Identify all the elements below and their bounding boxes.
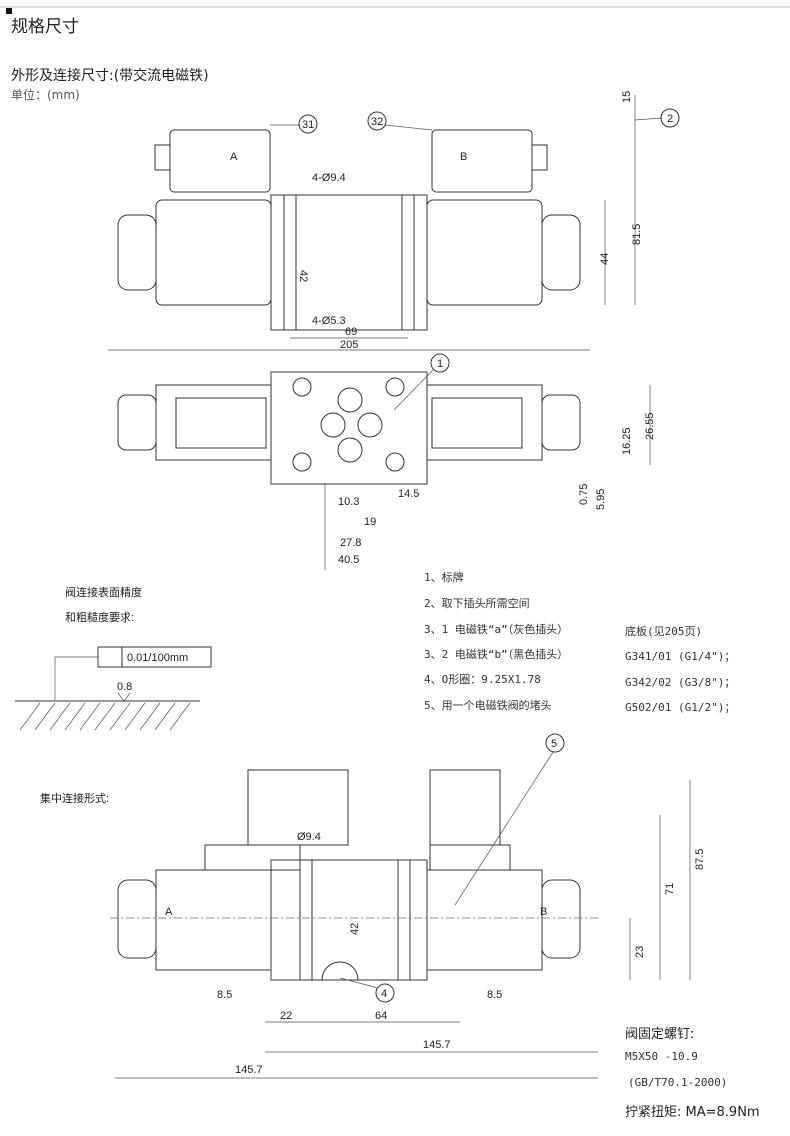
screw-title: 阀固定螺钉: [625,1027,695,1042]
solenoid-b-label: B [460,151,467,163]
front-view: 集中连接形式: A B 4 5 Ø9.4 42 8.5 8.5 22 64 14… [40,733,706,1079]
solenoid-a-label: A [230,151,238,163]
unit-label: 单位：(mm) [11,88,80,102]
subtitle: 外形及连接尺寸:(带交流电磁铁) [11,68,209,84]
subplate-item: G502/01 (G1/2")； [625,701,736,714]
dim-42: 42 [297,270,309,282]
section-title: 规格尺寸 [11,17,79,37]
screw-spec: M5X50 -10.9 [625,1050,698,1063]
callout-1: 1 [437,358,443,370]
front-label-b: B [540,906,547,918]
dim-8-5-left: 8.5 [217,989,232,1001]
dim-26-55: 26.55 [644,412,656,440]
dim-front-42: 42 [349,923,361,935]
legend-item: 3、2 电磁铁“b”（黑色插头） [424,648,569,661]
front-view-heading: 集中连接形式: [40,791,109,805]
dim-71: 71 [664,883,676,895]
dim-8-5-right: 8.5 [487,989,502,1001]
callout-4: 4 [381,988,387,1000]
dim-5-95: 5.95 [595,489,607,510]
plan-view: 1 26.55 16.25 14.5 0.75 5.95 10.3 19 27.… [117,353,656,570]
callout-2: 2 [667,113,673,125]
dim-16-25: 16.25 [621,427,633,455]
legend-item: 2、取下插头所需空间 [424,597,530,610]
dim-0-75: 0.75 [578,484,590,505]
dim-205: 205 [340,339,358,351]
roughness-value: 0.8 [117,681,132,693]
front-label-a: A [165,906,173,918]
dim-81-5: 81.5 [631,224,643,245]
flatness-value: 0.01/100mm [127,652,188,664]
dim-19: 19 [364,516,376,528]
dim-23: 23 [634,946,646,958]
screw-torque: 拧紧扭矩: MA=8.9Nm [625,1105,760,1120]
dim-40-5: 40.5 [338,554,359,566]
dim-145-7-lower: 145.7 [235,1064,263,1076]
dim-14-5: 14.5 [398,488,419,500]
surface-text-1: 阀连接表面精度 [65,585,142,599]
callout-32: 32 [371,116,383,128]
subplate-item: G342/02 (G3/8")； [625,676,736,689]
dim-22: 22 [280,1010,292,1022]
dim-145-7-upper: 145.7 [423,1039,451,1051]
legend-item: 4、O形圈：9.25X1.78 [424,673,541,686]
top-view: 31 32 2 A B 4-Ø9.4 42 4-Ø5.3 69 205 15 8… [108,91,680,351]
screw-standard: (GB/T70.1-2000) [628,1076,728,1089]
subplate-item: G341/01 (G1/4")； [625,650,736,663]
dim-10-3: 10.3 [338,496,359,508]
dim-64: 64 [375,1010,387,1022]
legend-item: 3、1 电磁铁“a”（灰色插头） [424,623,569,636]
surface-text-2: 和粗糙度要求: [65,610,134,624]
dim-69: 69 [345,326,357,338]
dim-bolt-hole: 4-Ø9.4 [312,172,346,184]
callout-5: 5 [551,738,557,750]
legend-item: 1、标牌 [424,571,464,584]
dim-27-8: 27.8 [340,537,361,549]
legend-item: 5、用一个电磁铁阀的堵头 [424,699,552,712]
callout-31: 31 [302,119,314,131]
dim-15: 15 [621,91,633,103]
divider [0,6,790,8]
dim-dia-9-4: Ø9.4 [297,831,321,843]
dim-87-5: 87.5 [694,849,706,870]
dim-44: 44 [599,253,611,265]
surface-requirement: 阀连接表面精度 和粗糙度要求: 0.01/100mm 0.8 [15,585,212,731]
subplate-item: 底板(见205页) [625,625,703,638]
dim-hole-5-3: 4-Ø5.3 [312,315,346,327]
bullet-icon [6,8,12,14]
